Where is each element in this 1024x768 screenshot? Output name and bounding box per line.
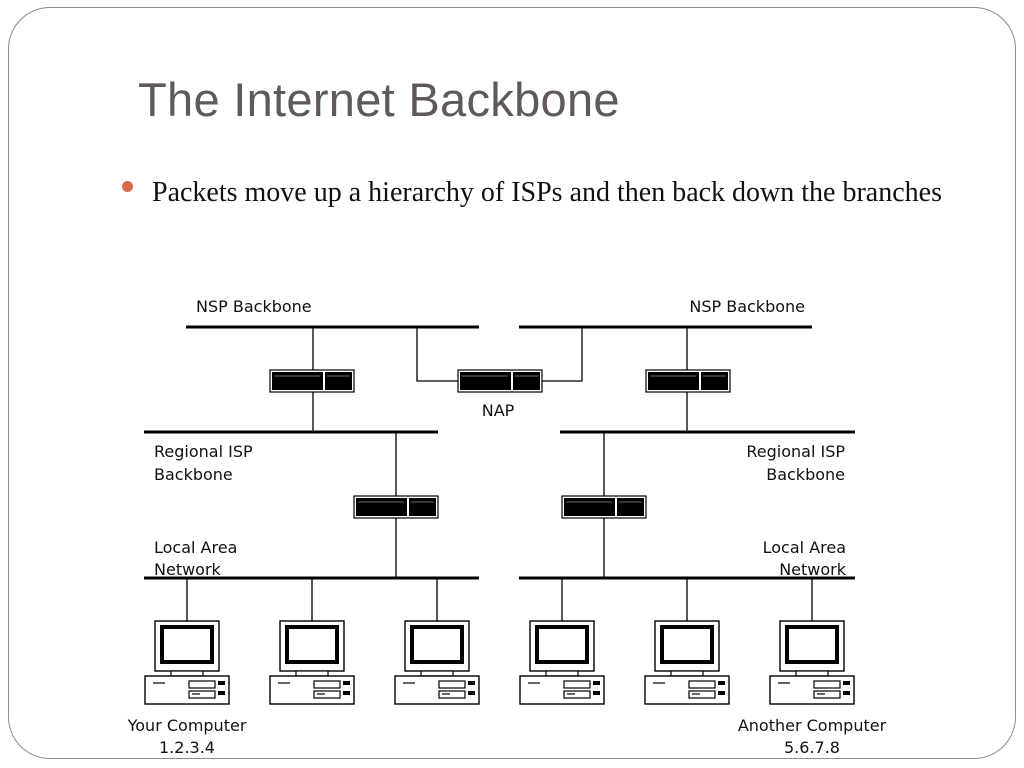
slide-title: The Internet Backbone — [138, 73, 620, 126]
desktop-computer-icon-1 — [143, 619, 231, 706]
label-nsp-backbone-right: NSP Backbone — [689, 297, 805, 316]
desktop-computer-icon-5 — [643, 619, 731, 706]
bullet-text: Packets move up a hierarchy of ISPs and … — [152, 177, 942, 208]
label-your-computer-ip: 1.2.3.4 — [159, 738, 215, 757]
desktop-computer-icon-3 — [393, 619, 481, 706]
desktop-computer-icon-2 — [268, 619, 356, 706]
label-lan-right-2: Network — [779, 560, 847, 579]
router-icon-regional-right — [561, 495, 647, 519]
desktop-computer-icon-4 — [518, 619, 606, 706]
label-regional-right-2: Backbone — [766, 465, 845, 484]
label-lan-left-1: Local Area — [154, 538, 237, 557]
bullet-marker — [122, 181, 133, 192]
label-regional-left-1: Regional ISP — [154, 442, 253, 461]
label-regional-left-2: Backbone — [154, 465, 233, 484]
router-icon-nsp-right — [645, 369, 731, 393]
router-icon-regional-left — [353, 495, 439, 519]
desktop-computer-icon-6 — [768, 619, 856, 706]
label-your-computer: Your Computer — [127, 716, 247, 735]
label-another-computer-ip: 5.6.7.8 — [784, 738, 840, 757]
label-nsp-backbone-left: NSP Backbone — [196, 297, 312, 316]
label-nap: NAP — [482, 401, 515, 420]
router-icon-nsp-left — [269, 369, 355, 393]
label-lan-left-2: Network — [154, 560, 222, 579]
label-regional-right-1: Regional ISP — [746, 442, 845, 461]
label-another-computer: Another Computer — [738, 716, 887, 735]
router-icon-nap — [457, 369, 543, 393]
label-lan-right-1: Local Area — [763, 538, 846, 557]
